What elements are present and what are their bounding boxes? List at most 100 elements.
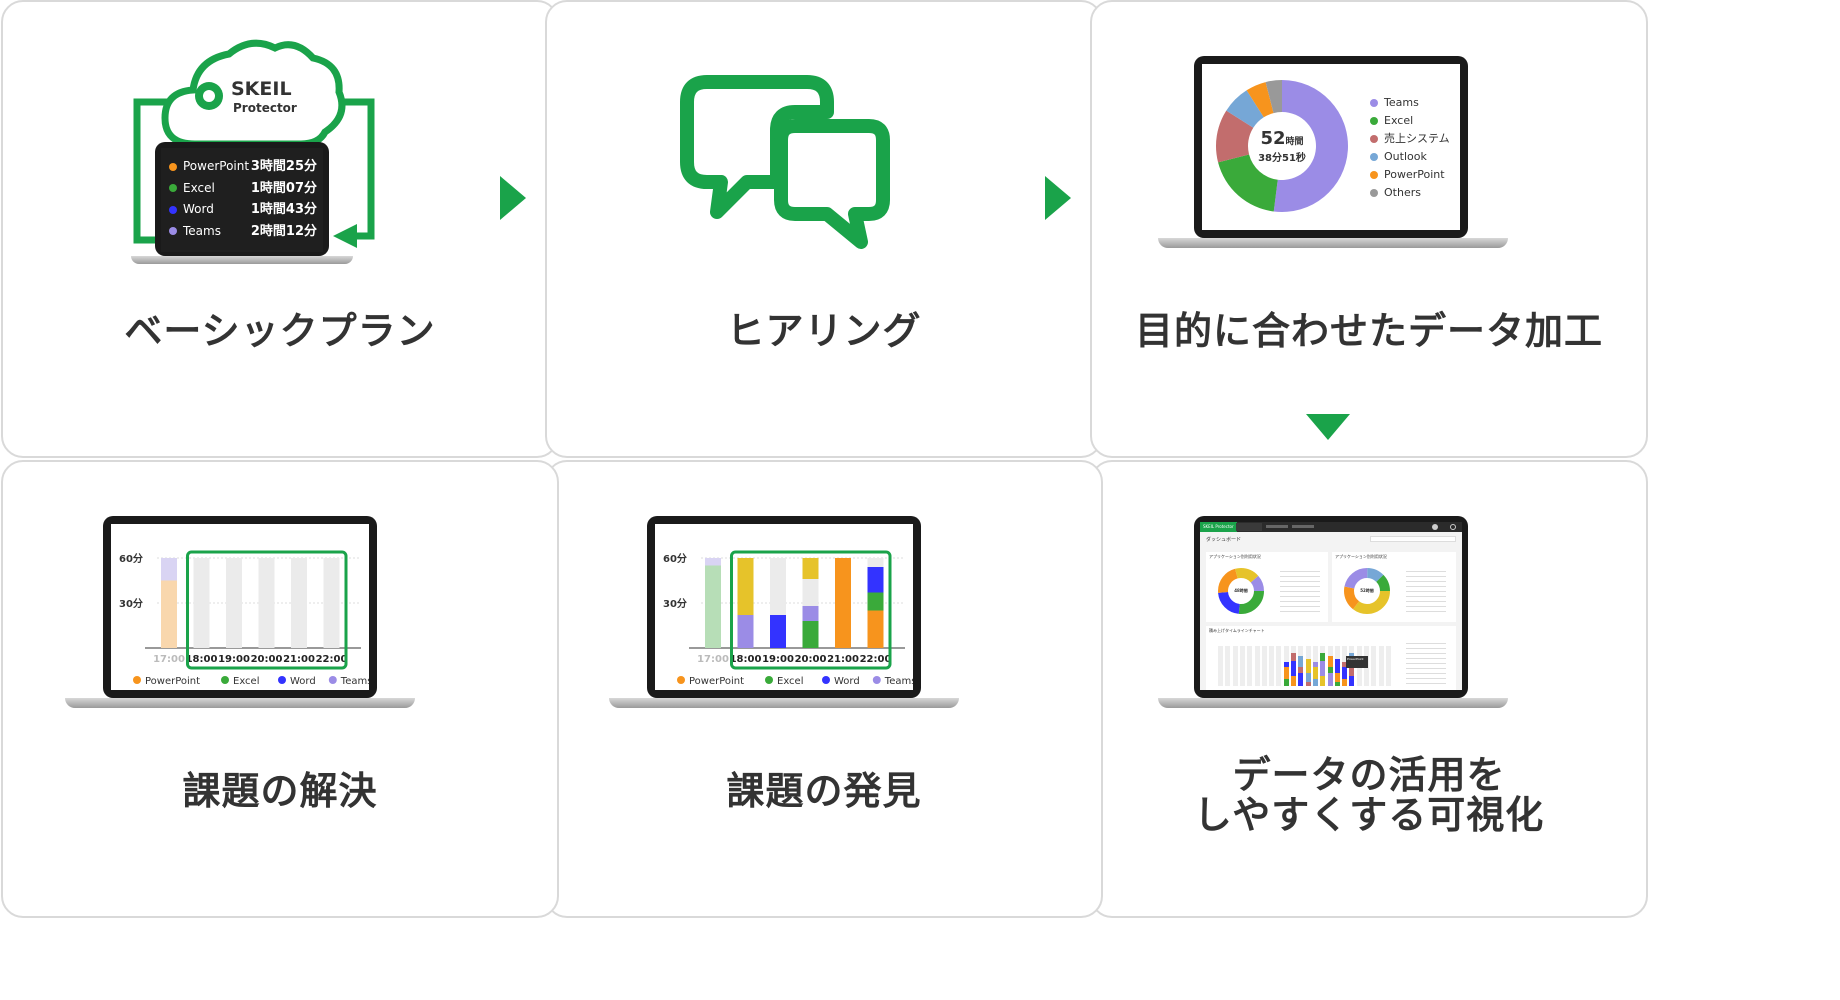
donut-center: 52時間 38分51秒	[1248, 128, 1316, 164]
timeline-segment	[1342, 662, 1348, 667]
step-title: 課題の発見	[726, 769, 922, 813]
bar-segment	[161, 558, 177, 581]
usage-app-name: Teams	[183, 223, 221, 238]
mini-donut-chart	[1218, 568, 1264, 614]
legend-color-dot	[1370, 189, 1378, 197]
usage-color-dot	[169, 162, 177, 171]
timeline-segment	[1320, 676, 1326, 686]
donut-slice	[1246, 82, 1274, 118]
timeline-segment	[1334, 659, 1340, 673]
timeline-segment	[1312, 662, 1318, 667]
mini-donut-center: 48時間	[1234, 588, 1248, 593]
legend-dot	[221, 676, 229, 684]
timeline-segment	[1349, 676, 1355, 686]
y-tick-label: 60分	[119, 552, 143, 565]
timeline-bar	[1225, 646, 1231, 686]
timeline-segment	[1312, 679, 1318, 686]
dashboard-panel-1: アプリケーション別利用状況 48時間	[1206, 552, 1328, 622]
donut-slice	[1273, 80, 1348, 212]
step-card-hearing: ヒアリング	[545, 0, 1103, 458]
donut-center-small: 38分51秒	[1258, 153, 1306, 164]
timeline-segment	[1327, 656, 1333, 667]
timeline-segment	[1298, 667, 1304, 673]
timeline-segment	[1305, 682, 1311, 686]
timeline-segment	[1305, 659, 1311, 673]
legend-item: Others	[1370, 184, 1450, 202]
timeline-segment	[1320, 653, 1326, 661]
donut-center-unit: 時間	[1285, 137, 1304, 147]
bar-segment	[802, 621, 819, 648]
panel-title: アプリケーション別利用状況	[1209, 554, 1261, 559]
y-tick-label: 30分	[119, 597, 143, 610]
legend-item: Outlook	[1370, 148, 1450, 166]
bar-background	[226, 558, 242, 648]
legend-label: Word	[834, 676, 860, 687]
legend-label: Excel	[233, 676, 260, 687]
tab-other[interactable]	[1266, 525, 1288, 528]
mini-legend	[1280, 568, 1320, 614]
timeline-bar	[1378, 646, 1384, 686]
donut-slice	[1218, 154, 1278, 212]
bar-segment	[802, 558, 819, 579]
legend-label: Teams	[340, 676, 369, 687]
mini-legend	[1406, 640, 1446, 684]
bar-segment	[835, 558, 851, 648]
date-filter[interactable]	[1370, 536, 1456, 542]
timeline-bar	[1239, 646, 1245, 686]
bar-segment	[737, 615, 754, 648]
user-icon[interactable]	[1432, 524, 1438, 530]
x-tick-label: 22:00	[860, 654, 892, 665]
legend-label: PowerPoint	[145, 676, 200, 687]
legend-item: 売上システム	[1370, 130, 1450, 148]
gear-icon[interactable]	[1450, 524, 1456, 530]
tab-dashboard[interactable]	[1236, 523, 1262, 531]
legend-item: Teams	[1370, 94, 1450, 112]
bar-segment	[161, 580, 177, 648]
dashboard-panel-2: アプリケーション別利用状況 52時間	[1332, 552, 1456, 622]
timeline-segment	[1327, 667, 1333, 673]
timeline-segment	[1291, 653, 1296, 661]
step-title: 目的に合わせたデータ加工	[1134, 309, 1603, 353]
y-tick-label: 30分	[663, 597, 687, 610]
tab-settings[interactable]	[1292, 525, 1314, 528]
x-tick-label: 21:00	[827, 654, 859, 665]
bar-background	[258, 558, 275, 648]
timeline-segment	[1349, 661, 1355, 676]
x-tick-label: 20:00	[795, 654, 827, 665]
legend-color-dot	[1370, 171, 1378, 179]
timeline-segment	[1342, 667, 1348, 679]
arrow-down-icon	[1306, 414, 1350, 440]
timeline-segment	[1291, 661, 1296, 676]
usage-color-dot	[169, 205, 177, 214]
legend-dot	[278, 676, 286, 684]
legend-label: Teams	[1384, 96, 1419, 109]
timeline-segment	[1327, 673, 1333, 686]
mini-donut-center: 52時間	[1360, 588, 1374, 593]
timeline-segment	[1320, 661, 1326, 676]
legend-label: Excel	[777, 676, 804, 687]
logo-line1: SKEIL	[231, 78, 292, 100]
timeline-segment	[1283, 667, 1289, 679]
dashboard-brand: SKEIL Protector	[1200, 522, 1237, 532]
timeline-bar	[1371, 646, 1377, 686]
step-card-visualization: SKEIL Protector ダッシュボード アプリケーション別利用状況	[1090, 460, 1648, 918]
timeline-bar	[1232, 646, 1238, 686]
bar-segment	[867, 567, 884, 593]
x-tick-label: 21:00	[283, 654, 315, 665]
x-tick-label: 17:00	[153, 654, 185, 665]
timeline-segment	[1283, 679, 1289, 686]
x-tick-label: 22:00	[316, 654, 348, 665]
logo: SKEIL Protector	[195, 74, 315, 124]
timeline-bar	[1254, 646, 1260, 686]
timeline-bar	[1269, 646, 1275, 686]
bar-segment	[737, 558, 754, 615]
timeline-bar	[1261, 646, 1267, 686]
step-title: ヒアリング	[726, 309, 922, 353]
